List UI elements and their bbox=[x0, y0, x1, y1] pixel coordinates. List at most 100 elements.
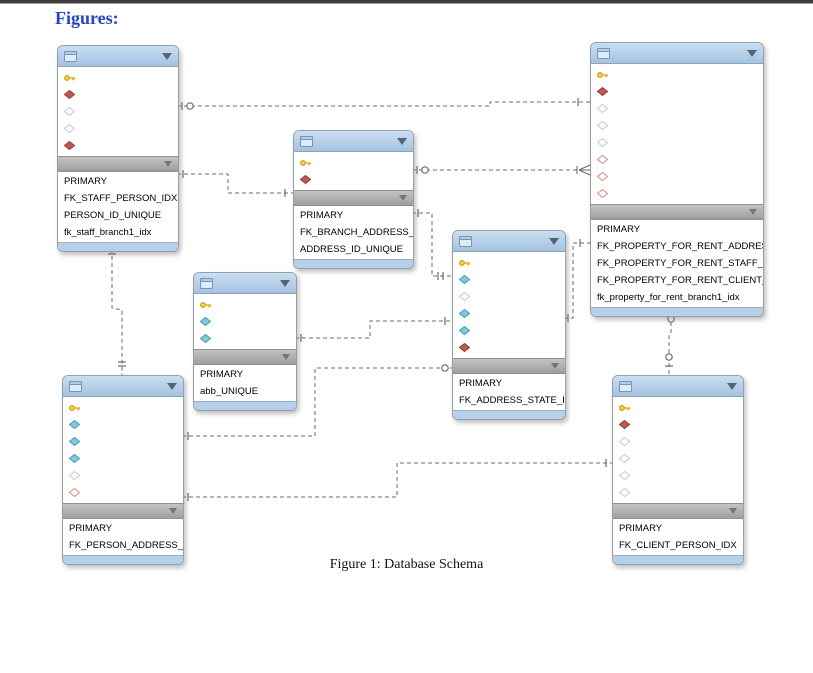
column-list bbox=[63, 397, 183, 503]
primary-key-icon bbox=[459, 258, 471, 268]
indexes-header bbox=[63, 503, 183, 519]
column-row bbox=[591, 168, 763, 185]
column-row bbox=[453, 322, 565, 339]
table-footer-band bbox=[58, 242, 178, 251]
indexes-header bbox=[194, 349, 296, 365]
index-list: PRIMARY FK_ADDRESS_STATE_IDX bbox=[453, 374, 565, 410]
indexes-header bbox=[613, 503, 743, 519]
cardinality-circle-icon bbox=[421, 166, 429, 174]
index-row: PERSON_ID_UNIQUE bbox=[64, 210, 162, 221]
primary-key-icon bbox=[69, 403, 81, 413]
indexes-header bbox=[58, 156, 178, 172]
attribute-notnull-icon bbox=[199, 333, 212, 344]
attribute-nullable-icon bbox=[596, 137, 609, 148]
column-row bbox=[613, 399, 743, 416]
column-row bbox=[453, 339, 565, 356]
index-list: PRIMARYFK_PROPERTY_FOR_RENT_ADDRESS_IDXF… bbox=[591, 220, 763, 307]
attribute-notnull-icon bbox=[458, 274, 471, 285]
table-header-property_for_rent bbox=[591, 43, 763, 64]
collapse-triangle-icon bbox=[749, 209, 757, 215]
collapse-triangle-icon bbox=[162, 53, 172, 60]
collapse-triangle-icon bbox=[551, 363, 559, 369]
attribute-nullable-icon bbox=[618, 453, 631, 464]
attribute-nullable-icon bbox=[618, 487, 631, 498]
index-row: ADDRESS_ID_UNIQUE bbox=[300, 244, 403, 255]
table-icon bbox=[69, 380, 82, 392]
relationship-line-branch-address bbox=[412, 212, 452, 277]
column-row bbox=[591, 151, 763, 168]
column-row bbox=[453, 288, 565, 305]
column-row bbox=[63, 433, 183, 450]
page-top-border bbox=[0, 0, 813, 3]
indexes-header bbox=[294, 190, 413, 206]
index-row: PRIMARY bbox=[300, 210, 344, 221]
attribute-notnull-icon bbox=[458, 325, 471, 336]
table-footer-band bbox=[194, 401, 296, 410]
table-property_for_rent: PRIMARYFK_PROPERTY_FOR_RENT_ADDRESS_IDXF… bbox=[590, 42, 764, 317]
column-row bbox=[591, 117, 763, 134]
collapse-triangle-icon bbox=[727, 383, 737, 390]
column-row bbox=[453, 305, 565, 322]
column-row bbox=[613, 467, 743, 484]
column-row bbox=[58, 86, 178, 103]
index-row: abb_UNIQUE bbox=[200, 386, 259, 397]
primary-key-icon bbox=[64, 73, 76, 83]
attribute-nullable-icon bbox=[596, 120, 609, 131]
index-row: FK_STAFF_PERSON_IDX bbox=[64, 193, 178, 204]
attribute-nullable-icon bbox=[618, 470, 631, 481]
relationship-line-person-client bbox=[182, 462, 612, 498]
primary-key-icon bbox=[619, 403, 631, 413]
column-list bbox=[194, 294, 296, 349]
column-row bbox=[63, 450, 183, 467]
collapse-triangle-icon bbox=[397, 138, 407, 145]
relationship-line-address-property_for_rent bbox=[564, 242, 590, 319]
foreign-key-nullable-icon bbox=[596, 188, 609, 199]
foreign-key-notnull-icon bbox=[618, 419, 631, 430]
table-header-client bbox=[613, 376, 743, 397]
column-row bbox=[294, 171, 413, 188]
relationship-line-state-address bbox=[295, 320, 452, 339]
primary-key-icon bbox=[300, 158, 312, 168]
collapse-triangle-icon bbox=[164, 161, 172, 167]
column-row bbox=[63, 467, 183, 484]
column-row bbox=[194, 296, 296, 313]
index-row: PRIMARY bbox=[200, 369, 244, 380]
primary-key-icon bbox=[597, 70, 609, 80]
index-row: PRIMARY bbox=[459, 378, 503, 389]
column-row bbox=[591, 134, 763, 151]
column-row bbox=[63, 399, 183, 416]
column-row bbox=[58, 137, 178, 154]
index-list: PRIMARY abb_UNIQUE bbox=[194, 365, 296, 401]
attribute-nullable-icon bbox=[68, 470, 81, 481]
column-row bbox=[58, 103, 178, 120]
index-list: PRIMARYFK_BRANCH_ADDRESS_IDXADDRESS_ID_U… bbox=[294, 206, 413, 259]
attribute-notnull-icon bbox=[68, 453, 81, 464]
attribute-nullable-icon bbox=[63, 123, 76, 134]
table-footer-band bbox=[63, 555, 183, 564]
column-row bbox=[58, 120, 178, 137]
attribute-nullable-icon bbox=[596, 103, 609, 114]
column-list bbox=[453, 252, 565, 358]
index-row: FK_ADDRESS_STATE_IDX bbox=[459, 395, 565, 406]
attribute-nullable-icon bbox=[458, 291, 471, 302]
column-list bbox=[294, 152, 413, 190]
attribute-nullable-icon bbox=[63, 106, 76, 117]
column-row bbox=[591, 66, 763, 83]
collapse-triangle-icon bbox=[167, 383, 177, 390]
column-list bbox=[58, 67, 178, 156]
table-header-branch bbox=[294, 131, 413, 152]
foreign-key-notnull-icon bbox=[63, 89, 76, 100]
index-row: FK_PERSON_ADDRESS_IDX bbox=[69, 540, 183, 551]
foreign-key-notnull-icon bbox=[596, 86, 609, 97]
figures-heading: Figures: bbox=[55, 8, 119, 28]
column-row bbox=[613, 484, 743, 501]
column-row bbox=[591, 83, 763, 100]
table-header-person bbox=[63, 376, 183, 397]
column-row bbox=[613, 450, 743, 467]
column-row bbox=[453, 254, 565, 271]
table-icon bbox=[300, 135, 313, 147]
relationship-line-person-address bbox=[182, 367, 452, 437]
primary-key-icon bbox=[200, 300, 212, 310]
